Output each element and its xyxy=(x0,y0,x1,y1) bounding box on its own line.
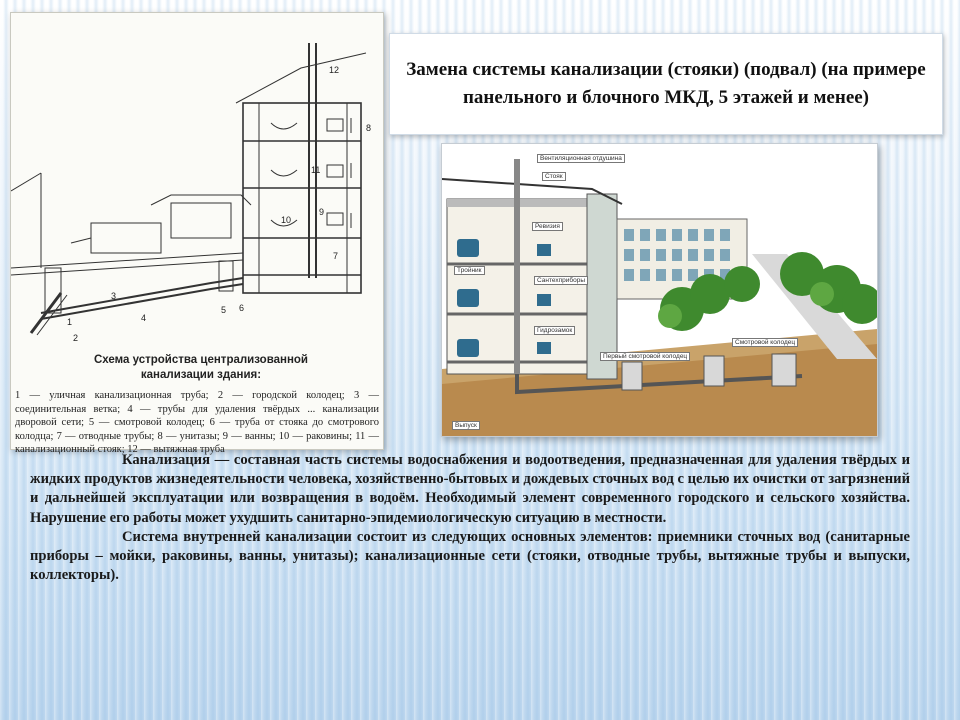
number-label-6: 6 xyxy=(239,303,244,313)
label-trap: Гидрозамок xyxy=(534,326,576,335)
slide-title-box: Замена системы канализации (стояки) (под… xyxy=(389,33,943,135)
sewer-scheme-figure: 1 2 3 4 5 6 7 8 9 10 11 12 Схема устройс… xyxy=(10,12,384,455)
number-label-9: 9 xyxy=(319,207,324,217)
number-label-4: 4 xyxy=(141,313,146,323)
label-first-well: Первый смотровой колодец xyxy=(600,352,691,361)
number-label-8: 8 xyxy=(366,123,371,133)
illustration-drawing xyxy=(442,144,877,436)
building-sewer-illustration: Вентиляционная отдушина Стояк Ревизия Тр… xyxy=(441,143,878,437)
slide-title: Замена системы канализации (стояки) (под… xyxy=(406,59,926,108)
label-revision: Ревизия xyxy=(532,222,563,231)
number-label-1: 1 xyxy=(67,317,72,327)
label-vent: Вентиляционная отдушина xyxy=(537,154,625,163)
slide-body-text: Канализация — составная часть системы во… xyxy=(30,451,910,585)
sewer-scheme-drawing: 1 2 3 4 5 6 7 8 9 10 11 12 xyxy=(11,43,371,343)
figure-legend: 1 — уличная канализационная труба; 2 — г… xyxy=(15,390,379,455)
label-outlet: Выпуск xyxy=(452,421,480,430)
number-label-11: 11 xyxy=(311,165,320,175)
label-tee: Тройник xyxy=(454,266,485,275)
paragraph-internal-system: Система внутренней канализации состоит и… xyxy=(30,528,910,584)
number-label-10: 10 xyxy=(281,215,291,225)
number-label-3: 3 xyxy=(111,291,116,301)
number-label-5: 5 xyxy=(221,305,226,315)
number-label-7: 7 xyxy=(333,251,338,261)
number-label-2: 2 xyxy=(73,333,78,343)
label-inspection-well: Смотровой колодец xyxy=(732,338,799,347)
paragraph-sewerage-definition: Канализация — составная часть системы во… xyxy=(30,452,910,526)
label-riser: Стояк xyxy=(542,172,566,181)
label-fixtures: Сантехприборы xyxy=(534,276,588,285)
figure-caption: Схема устройства централизованной канали… xyxy=(94,354,308,381)
number-label-12: 12 xyxy=(329,65,339,75)
